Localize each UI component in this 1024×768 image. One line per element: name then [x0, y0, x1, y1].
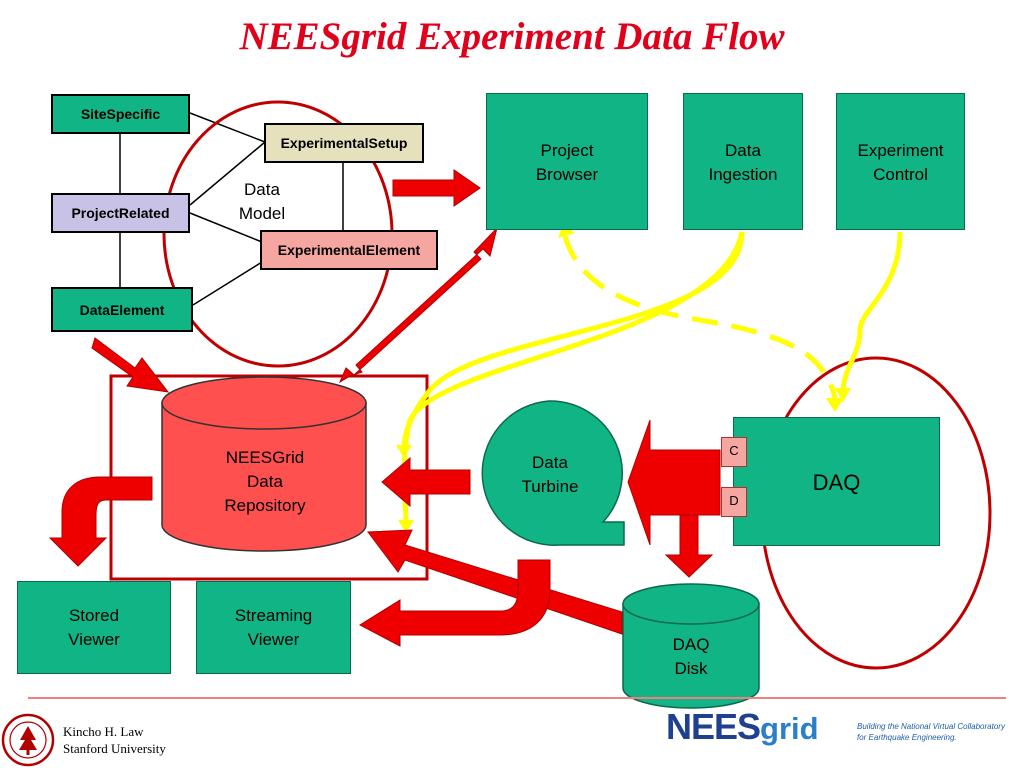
streaming-viewer-label: Streaming Viewer — [234, 606, 313, 649]
red-arrows — [48, 169, 721, 647]
daq-label: DAQ — [812, 470, 861, 495]
data-turbine-label: Data Turbine — [521, 453, 579, 496]
repository-cylinder — [161, 376, 367, 552]
data-ingestion-label: Data Ingestion — [708, 141, 778, 184]
streaming-viewer-box: Streaming Viewer — [196, 581, 351, 674]
neesgrid-logo: NEESgrid — [666, 706, 856, 750]
stanford-seal-logo — [1, 713, 55, 767]
page-title: NEESgrid Experiment Data Flow — [239, 15, 785, 58]
site-specific-tag: SiteSpecific — [51, 94, 190, 134]
browser-daq-dashed-flow — [562, 235, 838, 399]
stored-viewer-box: Stored Viewer — [17, 581, 171, 674]
daq-disk-label: DAQ Disk — [672, 635, 710, 678]
stored-viewer-label: Stored Viewer — [68, 606, 120, 649]
experiment-control-label: Experiment Control — [857, 141, 944, 184]
project-browser-label: Project Browser — [535, 141, 599, 184]
neesgrid-tagline-line1: Building the National Virtual Collaborat… — [857, 722, 1005, 731]
footer-divider — [28, 697, 1006, 699]
experiment-control-box: Experiment Control — [836, 93, 965, 230]
daq-disk-cylinder — [622, 583, 760, 709]
data-element-tag: DataElement — [51, 287, 193, 332]
project-related-tag: ProjectRelated — [51, 193, 190, 233]
author-name: Kincho H. Law — [63, 724, 144, 739]
project-browser-box: Project Browser — [486, 93, 648, 230]
data-model-connectors — [119, 112, 344, 306]
neesgrid-tagline: Building the National Virtual Collaborat… — [857, 721, 1005, 743]
data-ingestion-box: Data Ingestion — [683, 93, 803, 230]
neesgrid-logo-grid: grid — [760, 711, 819, 746]
daq-d-port: D — [721, 487, 747, 517]
author-affiliation: Stanford University — [63, 741, 166, 756]
experimental-element-tag: ExperimentalElement — [260, 230, 438, 270]
daq-c-port: C — [721, 437, 747, 467]
neesgrid-tagline-line2: for Earthquake Engineering. — [857, 733, 957, 742]
experimental-setup-tag: ExperimentalSetup — [264, 123, 424, 163]
data-turbine-shape — [481, 400, 625, 546]
neesgrid-logo-nees: NEES — [666, 706, 761, 747]
data-model-label: Data Model — [238, 180, 286, 223]
repository-label: NEESGrid Data Repository — [224, 448, 306, 515]
daq-box: DAQ — [733, 417, 940, 546]
